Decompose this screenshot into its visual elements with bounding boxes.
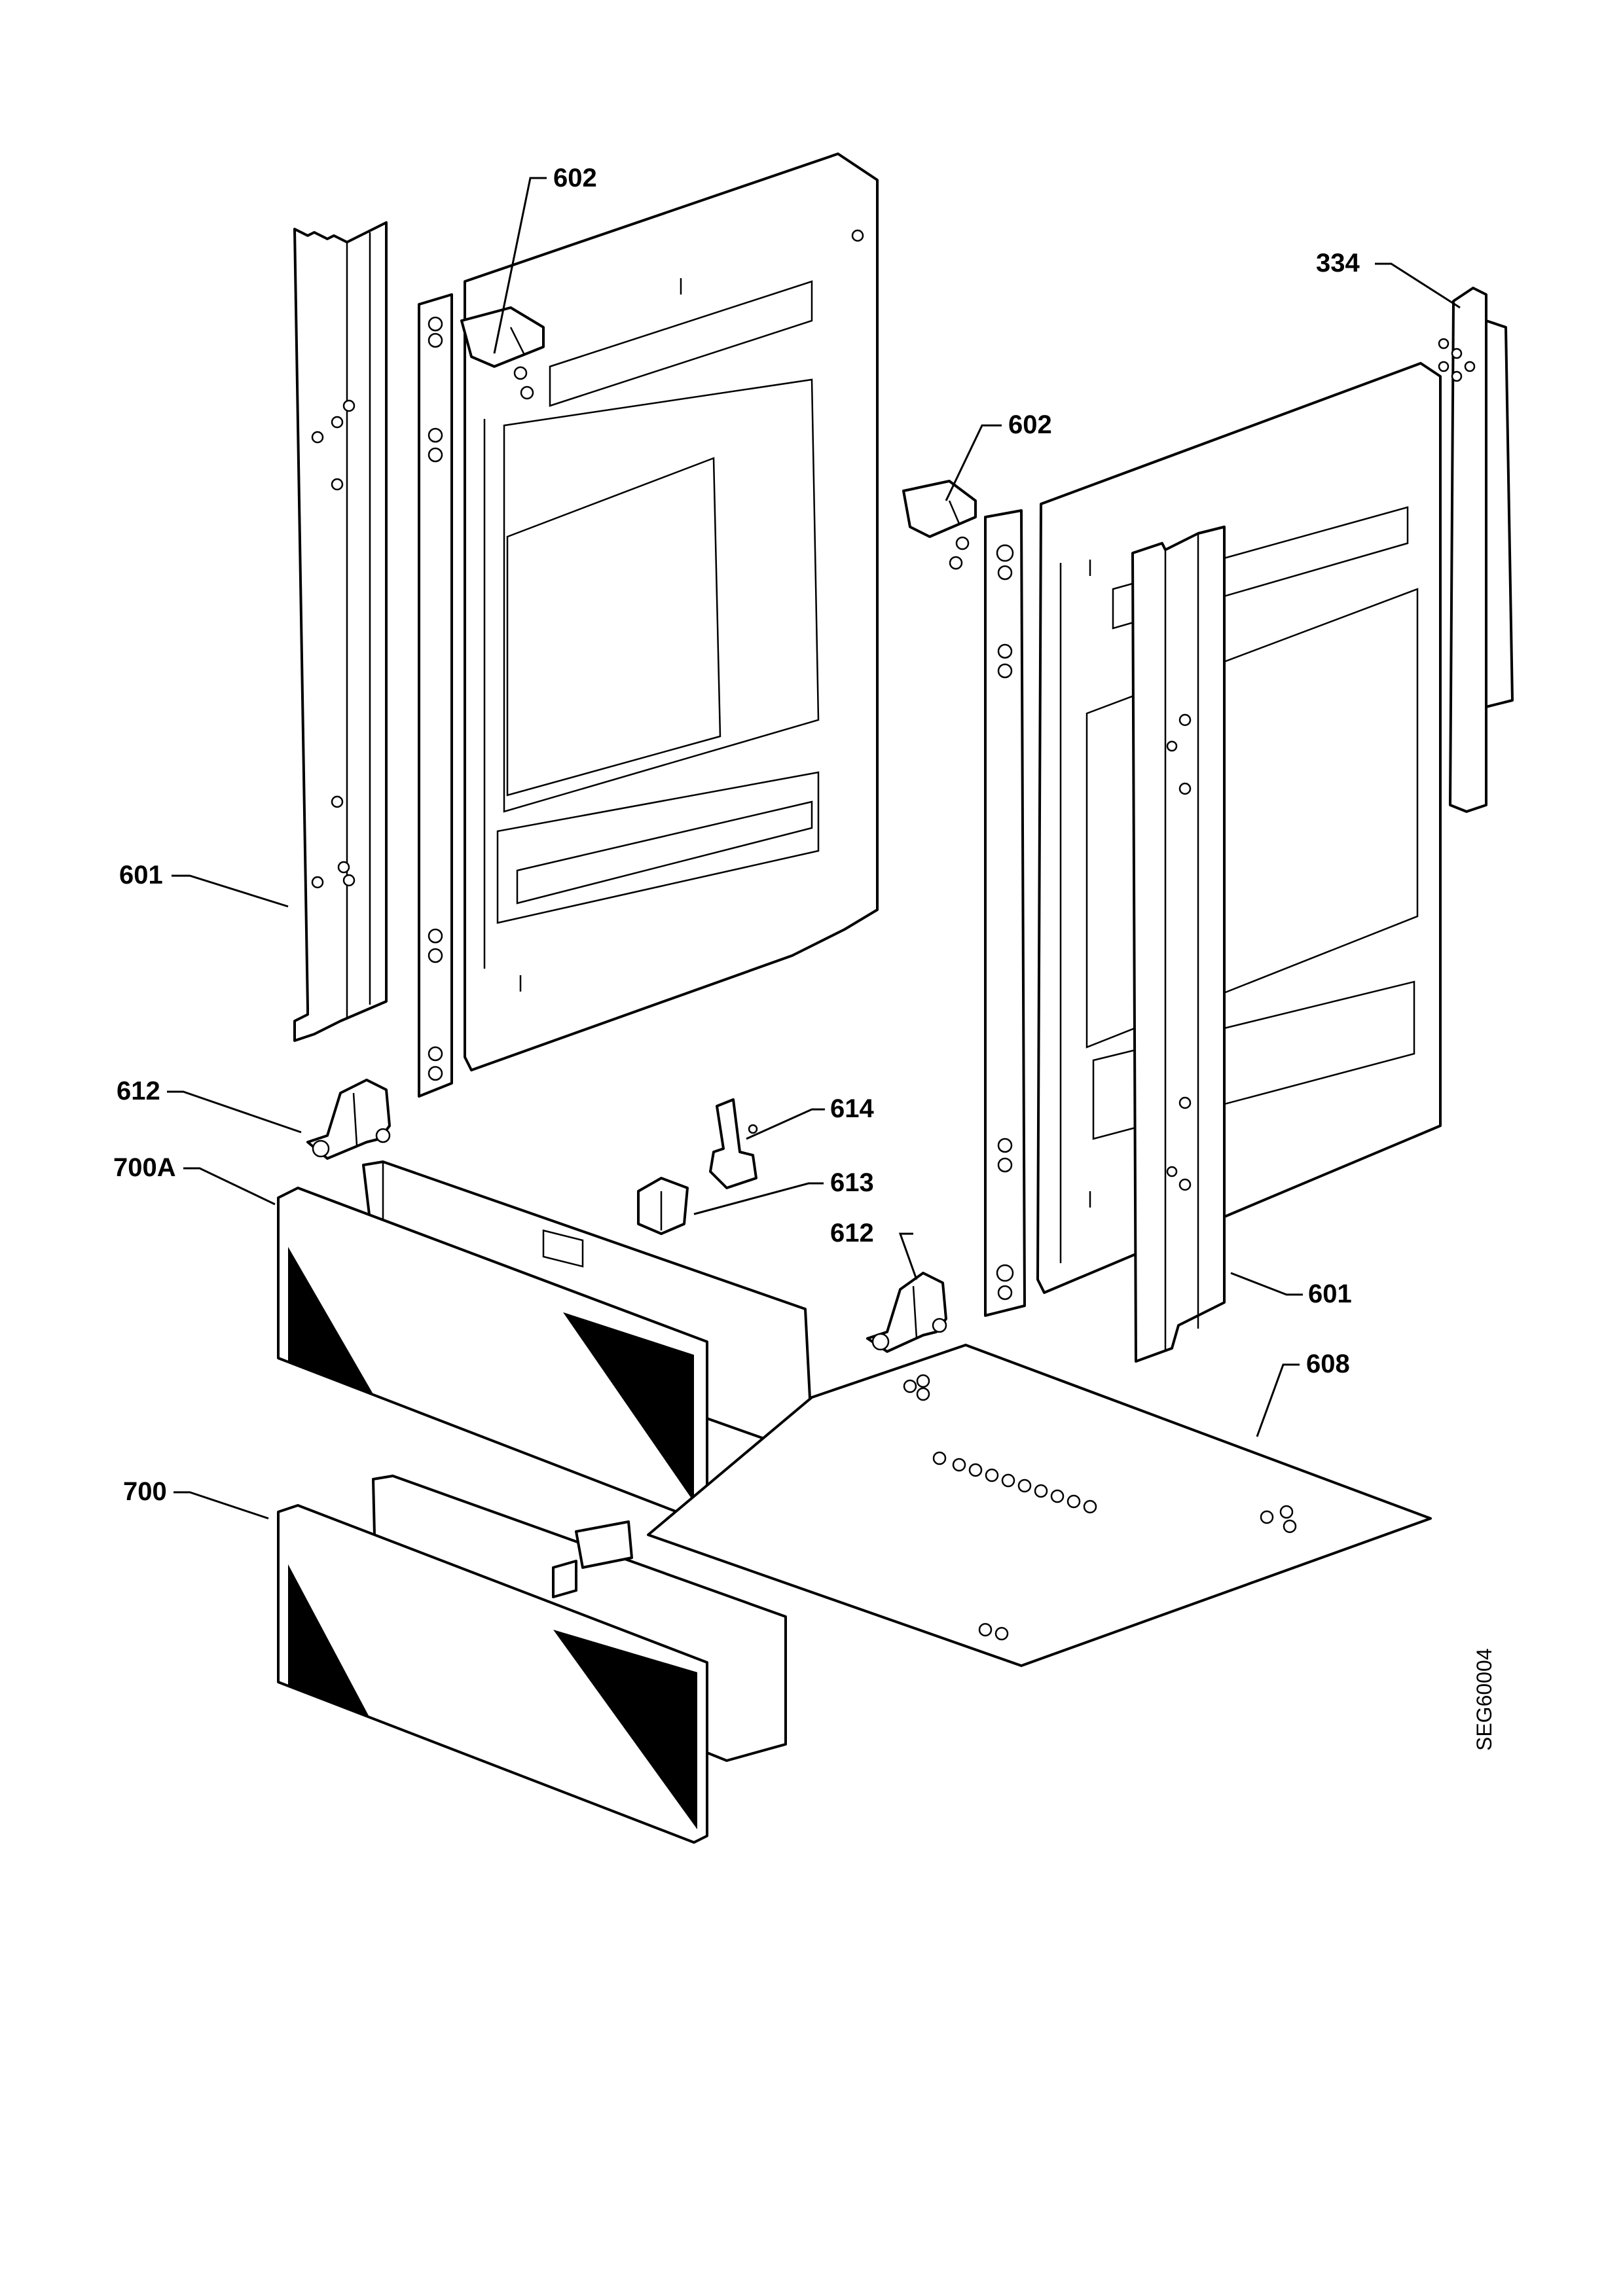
side-trim-334: [1438, 287, 1514, 813]
callout-602-right: 602: [1008, 410, 1052, 439]
callout-700: 700: [123, 1477, 167, 1506]
callout-614: 614: [830, 1094, 874, 1123]
drawing-code: SEG60004: [1472, 1648, 1496, 1751]
block-613: [637, 1177, 689, 1235]
hinge-612-left: [306, 1079, 391, 1160]
callout-labels: 602 602 334 601 601 612 612 614 613 700A…: [113, 164, 1496, 1751]
left-side-rail-601: [293, 221, 388, 1042]
base-plate-608: [647, 1344, 1432, 1667]
callout-608: 608: [1306, 1350, 1350, 1378]
bracket-602-left: [460, 306, 545, 400]
right-side-rail-601: [1131, 526, 1226, 1363]
callout-334: 334: [1316, 249, 1360, 278]
callout-612-right: 612: [830, 1219, 874, 1247]
clip-614: [709, 1098, 758, 1189]
callout-602-top: 602: [553, 164, 597, 192]
door-glass-700: [277, 1475, 787, 1844]
callout-601-right: 601: [1308, 1280, 1352, 1308]
callout-613: 613: [830, 1168, 874, 1197]
callout-601-left: 601: [119, 861, 163, 889]
left-side-panel: [418, 152, 879, 1098]
leader-lines: [167, 177, 1461, 1520]
hinge-612-right: [866, 1272, 947, 1353]
door-glass-700A: [277, 1160, 813, 1520]
callout-612-left: 612: [117, 1077, 160, 1105]
callout-700A: 700A: [113, 1153, 176, 1182]
bracket-602-right: [902, 480, 977, 570]
